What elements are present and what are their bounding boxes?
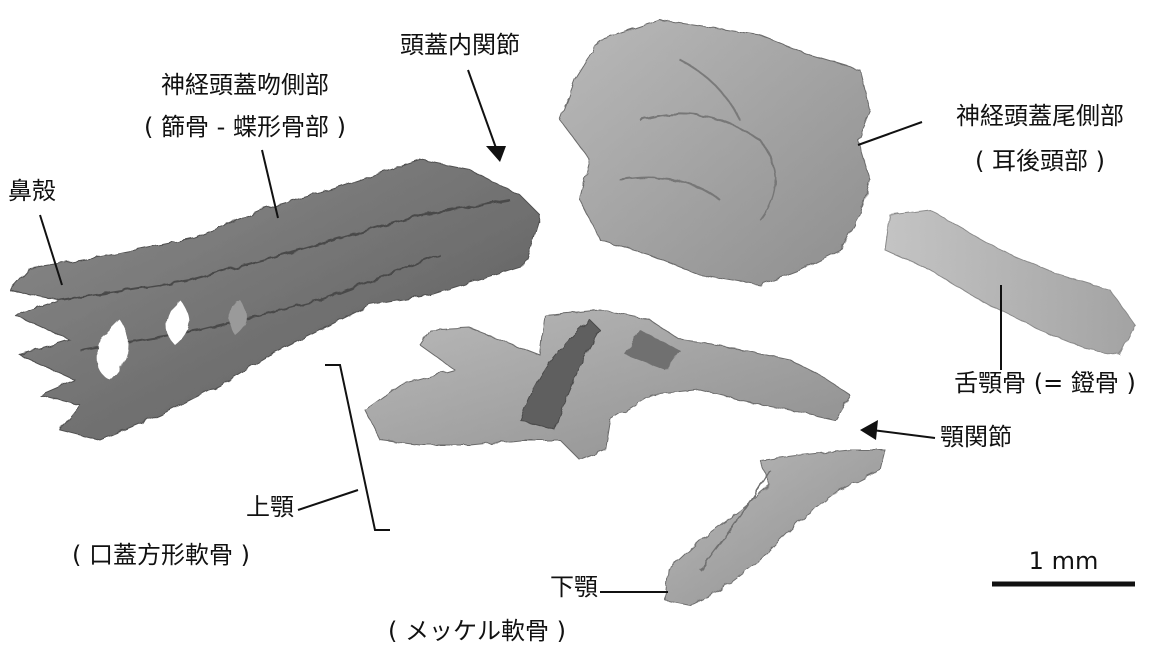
label-intracranial-joint: 頭蓋内関節: [372, 32, 548, 60]
scale-bar-label: 1 mm: [992, 548, 1135, 576]
label-nasal-capsule: 鼻殻: [8, 178, 56, 206]
label-hyomandibula: 舌顎骨 (= 鐙骨 ): [930, 370, 1160, 398]
label-upper-jaw-sub: ( 口蓋方形軟骨 ): [72, 542, 250, 570]
hyomandibula-shape: [885, 210, 1135, 355]
arrowhead-intracranial-joint: [486, 146, 506, 162]
label-caudal-neurocranium-sub: ( 耳後頭部 ): [915, 148, 1165, 176]
label-upper-jaw: 上顎: [214, 494, 294, 522]
label-rostral-neurocranium-sub: ( 篩骨 - 蝶形骨部 ): [110, 114, 380, 142]
label-rostral-neurocranium: 神経頭蓋吻側部: [120, 72, 370, 100]
leader-intracranial-joint: [468, 70, 496, 148]
label-jaw-joint: 顎関節: [940, 424, 1012, 452]
label-caudal-neurocranium: 神経頭蓋尾側部: [915, 103, 1165, 131]
arrowhead-jaw-joint: [860, 420, 878, 440]
leader-upper-jaw: [298, 490, 358, 510]
upper-jaw-bracket: [325, 365, 390, 530]
label-lower-jaw-sub: ( メッケル軟骨 ): [388, 618, 566, 646]
label-lower-jaw: 下顎: [510, 574, 598, 602]
leader-caudal-neurocranium: [858, 122, 922, 145]
caudal-neurocranium-shape: [560, 20, 870, 285]
lower-jaw-shape: [665, 450, 885, 605]
leader-jaw-joint: [872, 430, 935, 438]
upper-jaw-shape: [365, 310, 850, 460]
